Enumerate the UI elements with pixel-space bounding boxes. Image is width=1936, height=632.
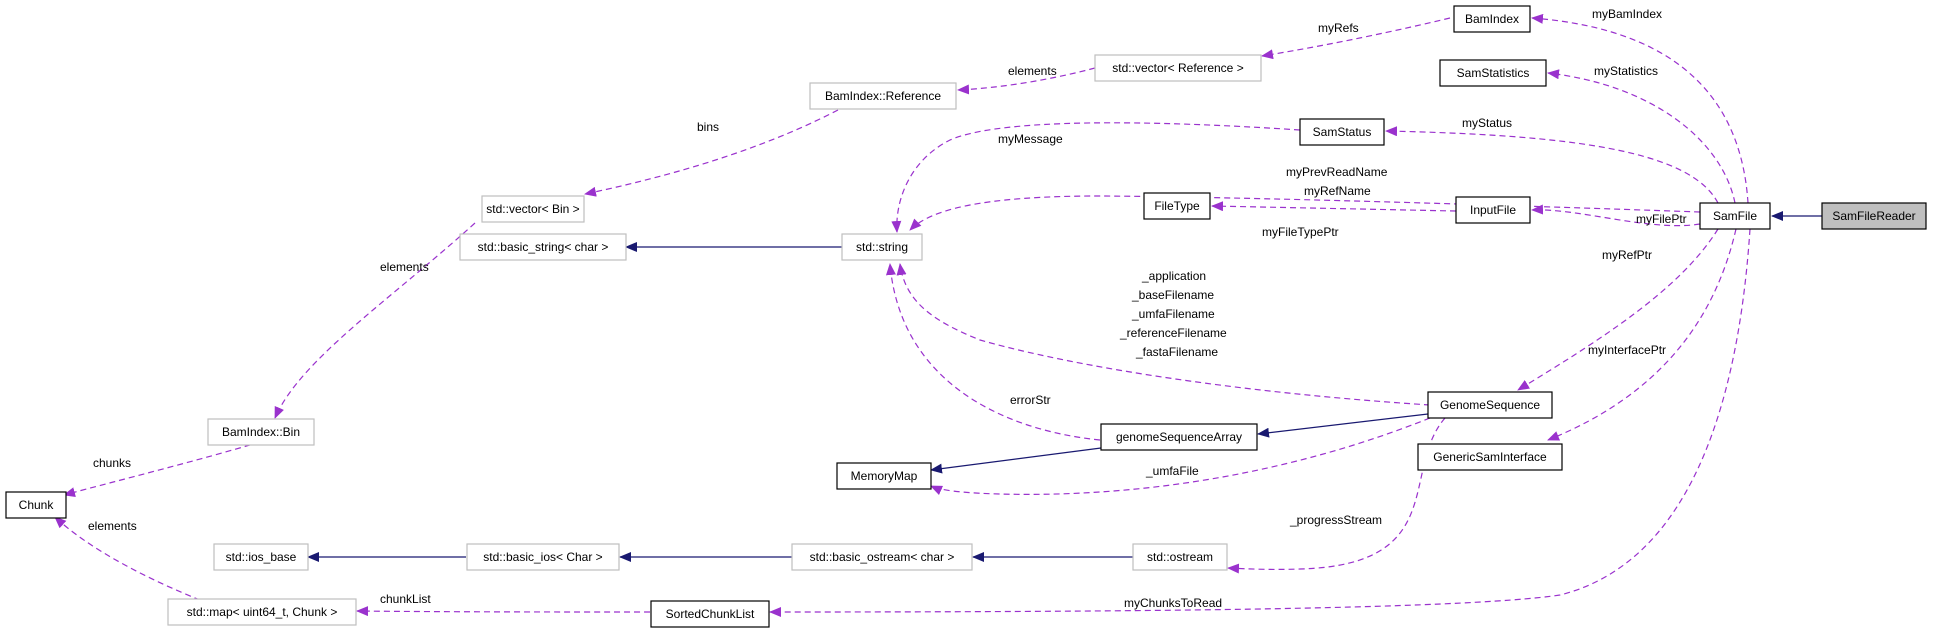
label-application: _application	[1141, 269, 1206, 283]
node-samstatistics[interactable]: SamStatistics	[1439, 59, 1547, 87]
edge-chunks	[63, 441, 261, 497]
edge-elements-bin	[274, 222, 476, 419]
node-genomesequencearray[interactable]: genomeSequenceArray	[1100, 423, 1258, 451]
edge-mybamindex	[1531, 13, 1749, 204]
label-elements-reference: elements	[1008, 64, 1057, 78]
node-label: std::ostream	[1147, 550, 1213, 564]
edge-umfafile	[930, 417, 1431, 496]
node-label: SamStatistics	[1457, 66, 1530, 80]
node-memorymap[interactable]: MemoryMap	[836, 462, 932, 490]
node-label: std::basic_ostream< char >	[810, 550, 955, 564]
node-label: BamIndex	[1465, 12, 1519, 26]
edge-string-members	[896, 263, 1431, 406]
node-label: SamFileReader	[1832, 209, 1915, 223]
node-bamindex-reference[interactable]: BamIndex::Reference	[809, 82, 957, 110]
node-filetype[interactable]: FileType	[1143, 192, 1211, 220]
label-myfiletypeptr: myFileTypePtr	[1262, 225, 1339, 239]
node-label: std::map< uint64_t, Chunk >	[187, 605, 338, 619]
edge-mymessage	[891, 122, 1301, 233]
node-label: GenomeSequence	[1440, 398, 1540, 412]
edge-mystatus	[1385, 126, 1719, 204]
node-std-basic-ios[interactable]: std::basic_ios< Char >	[466, 543, 620, 571]
node-bamindex-bin[interactable]: BamIndex::Bin	[207, 418, 315, 446]
label-fastafilename: _fastaFilename	[1135, 345, 1218, 359]
label-basefilename: _baseFilename	[1131, 288, 1214, 302]
edge-chunklist	[356, 606, 651, 617]
node-samfile[interactable]: SamFile	[1699, 202, 1771, 230]
node-label: GenericSamInterface	[1433, 450, 1547, 464]
node-std-ios-base[interactable]: std::ios_base	[213, 543, 309, 571]
label-mymessage: myMessage	[998, 132, 1063, 146]
edge-myinterfaceptr	[1547, 228, 1737, 441]
label-elements-chunk: elements	[88, 519, 137, 533]
label-mybamindex: myBamIndex	[1592, 7, 1662, 21]
label-errorstr: errorStr	[1010, 393, 1051, 407]
edge-genomesequencearray-inherits-memorymap	[930, 447, 1102, 474]
label-umfafile: _umfaFile	[1145, 464, 1199, 478]
label-progressstream: _progressStream	[1289, 513, 1382, 527]
node-label: std::ios_base	[226, 550, 297, 564]
node-samfilereader[interactable]: SamFileReader	[1821, 202, 1927, 230]
label-myrefptr: myRefPtr	[1602, 248, 1652, 262]
node-label: std::vector< Bin >	[486, 202, 579, 216]
edge-progressstream	[1227, 417, 1446, 574]
node-label: MemoryMap	[851, 469, 918, 483]
node-label: FileType	[1154, 199, 1200, 213]
node-label: InputFile	[1470, 203, 1516, 217]
node-bamindex[interactable]: BamIndex	[1453, 5, 1531, 33]
node-label: genomeSequenceArray	[1116, 430, 1242, 444]
node-label: std::string	[856, 240, 908, 254]
node-label: SortedChunkList	[666, 607, 755, 621]
node-inputfile[interactable]: InputFile	[1455, 196, 1531, 224]
label-myrefs: myRefs	[1318, 21, 1359, 35]
edge-myfiletypeptr	[1211, 201, 1457, 212]
edge-genomesequence-inherits-genomesequencearray	[1257, 413, 1429, 438]
node-label: BamIndex::Bin	[222, 425, 300, 439]
label-myinterfaceptr: myInterfacePtr	[1588, 343, 1666, 357]
edge-mychunkstoread	[769, 228, 1751, 617]
label-bins: bins	[697, 120, 719, 134]
node-label: Chunk	[19, 498, 55, 512]
node-genomesequence[interactable]: GenomeSequence	[1427, 391, 1553, 419]
node-genericsaminterface[interactable]: GenericSamInterface	[1417, 443, 1563, 471]
node-std-ostream[interactable]: std::ostream	[1132, 543, 1228, 571]
node-vector-bin[interactable]: std::vector< Bin >	[481, 195, 585, 223]
label-myrefname: myRefName	[1304, 184, 1371, 198]
node-label: SamStatus	[1313, 125, 1372, 139]
edge-myfileptr	[1531, 204, 1701, 227]
node-sortedchunklist[interactable]: SortedChunkList	[650, 600, 770, 628]
edge-errorstr	[885, 263, 1101, 441]
edge-elements-reference	[957, 67, 1096, 95]
node-label: SamFile	[1713, 209, 1757, 223]
label-mystatus: myStatus	[1462, 116, 1512, 130]
node-std-basic-ostream[interactable]: std::basic_ostream< char >	[791, 543, 973, 571]
node-label: std::basic_string< char >	[478, 240, 609, 254]
node-chunk[interactable]: Chunk	[5, 491, 67, 519]
edge-mystatistics	[1547, 69, 1736, 204]
node-std-basic-string[interactable]: std::basic_string< char >	[459, 233, 627, 261]
label-myprevreadname: myPrevReadName	[1286, 165, 1388, 179]
node-label: BamIndex::Reference	[825, 89, 941, 103]
label-referencefilename: _referenceFilename	[1119, 326, 1227, 340]
node-label: std::vector< Reference >	[1112, 61, 1243, 75]
edge-myrefptr	[1517, 228, 1719, 391]
label-chunklist: chunkList	[380, 592, 431, 606]
label-myfileptr: myFilePtr	[1636, 212, 1687, 226]
edge-bins	[584, 109, 839, 197]
label-elements-bin: elements	[380, 260, 429, 274]
label-umfafilename: _umfaFilename	[1131, 307, 1215, 321]
label-chunks: chunks	[93, 456, 131, 470]
node-std-string[interactable]: std::string	[841, 233, 923, 261]
node-samstatus[interactable]: SamStatus	[1299, 118, 1385, 146]
node-std-map[interactable]: std::map< uint64_t, Chunk >	[167, 598, 357, 626]
node-vector-reference[interactable]: std::vector< Reference >	[1094, 54, 1262, 82]
label-mychunkstoread: myChunksToRead	[1124, 596, 1222, 610]
label-mystatistics: myStatistics	[1594, 64, 1658, 78]
node-label: std::basic_ios< Char >	[483, 550, 602, 564]
